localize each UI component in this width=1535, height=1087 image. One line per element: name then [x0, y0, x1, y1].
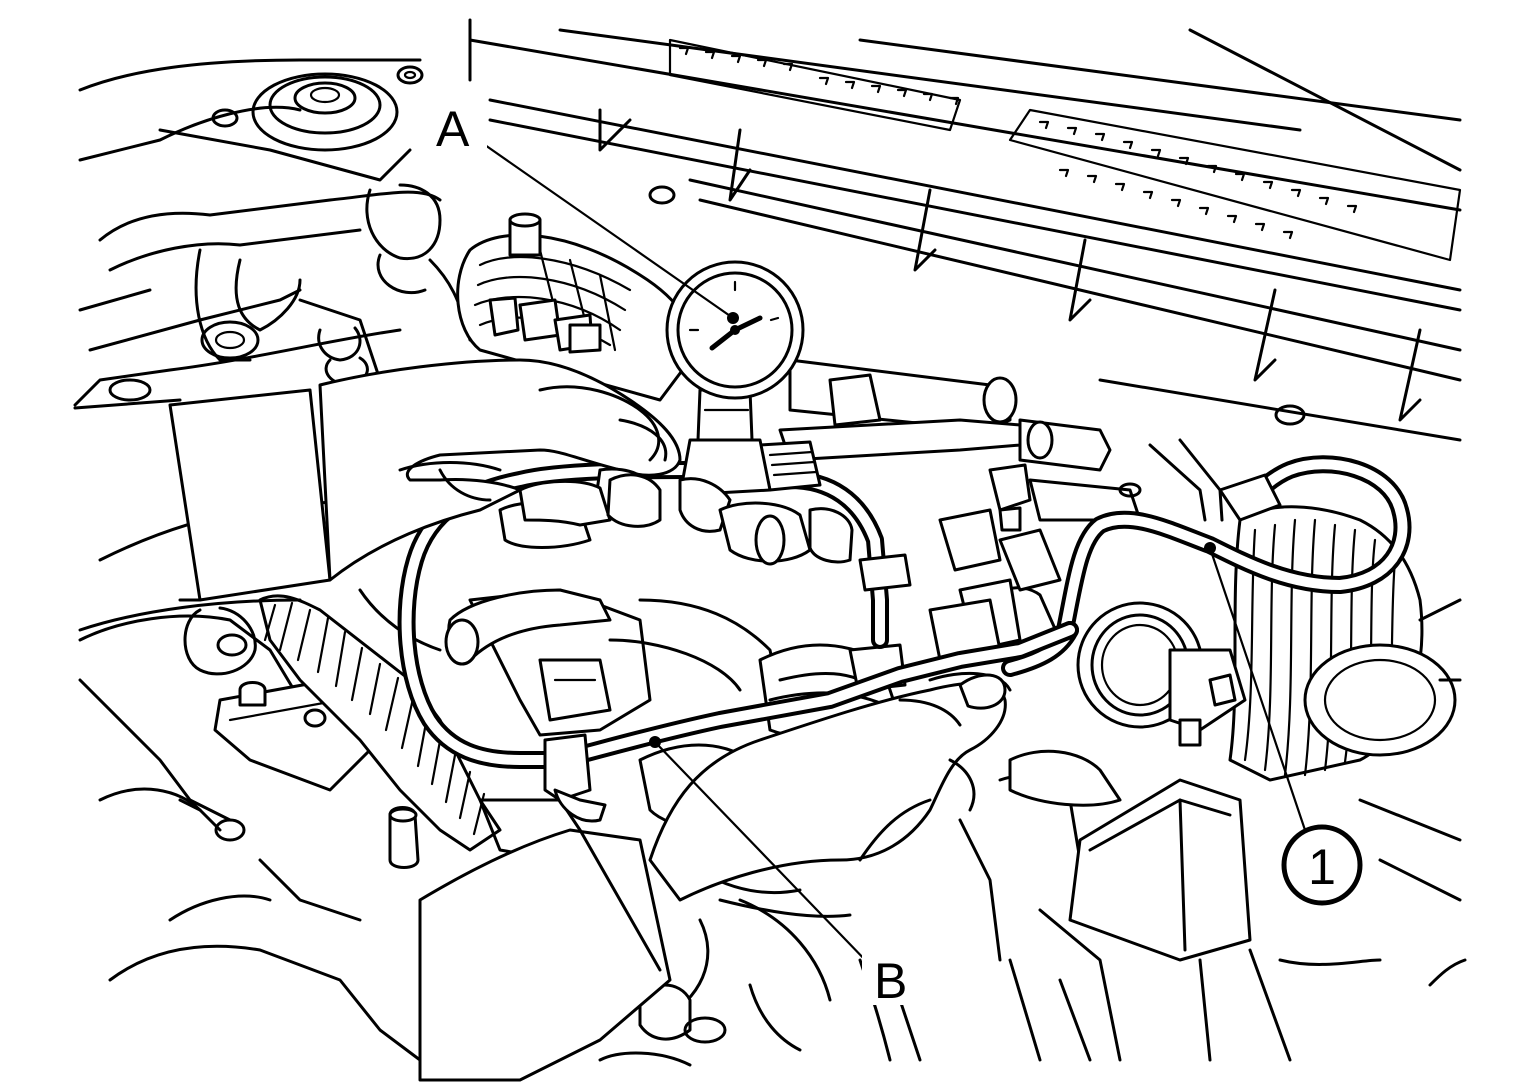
cowl-panel — [396, 18, 1462, 442]
fuel-hose — [397, 440, 1079, 823]
callout-label-1: 1 — [1308, 839, 1336, 895]
center-small-hoses — [444, 373, 882, 666]
strut-tower — [73, 58, 472, 410]
callout-leaders — [483, 143, 1307, 967]
callout-label-b-group: B — [862, 945, 922, 1009]
callout-label-1-group: 1 — [1281, 824, 1363, 906]
callout-label-a: A — [436, 101, 470, 157]
technician-left-hand — [78, 358, 682, 632]
callout-label-b: B — [874, 953, 907, 1009]
lower-left-structure — [78, 498, 582, 1062]
technician-right-hand — [418, 671, 1012, 1082]
callout-label-a-group: A — [425, 95, 487, 157]
